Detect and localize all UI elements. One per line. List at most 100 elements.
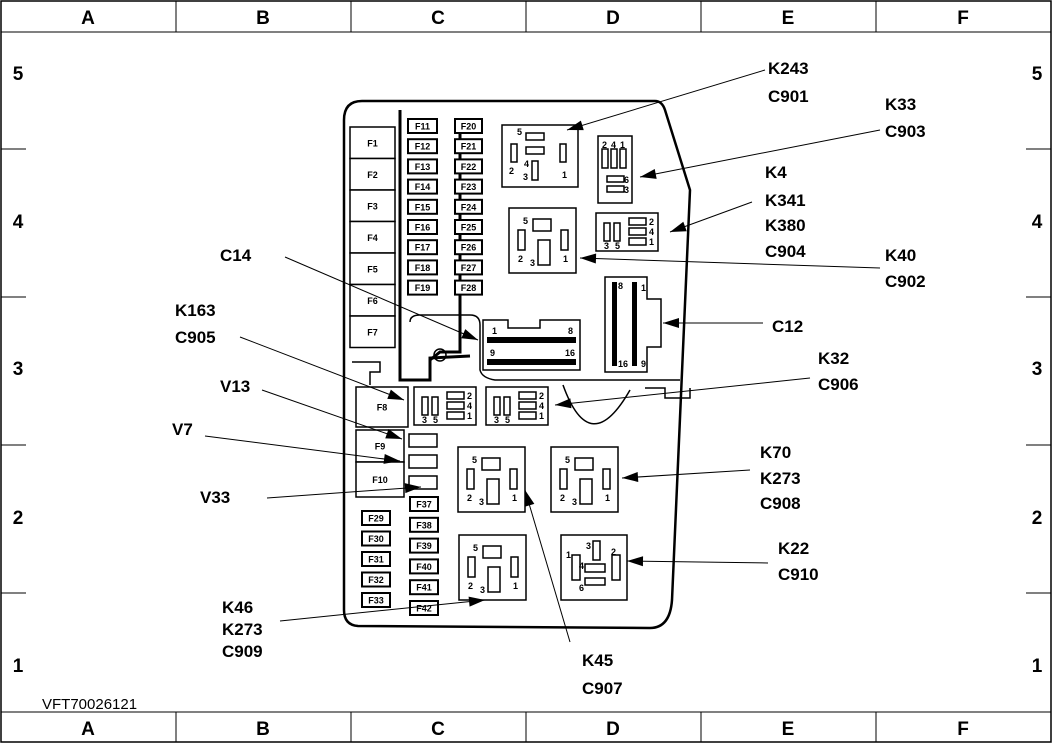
fuse-label: F23 <box>461 182 477 192</box>
fuse-label: F41 <box>416 583 432 593</box>
callout-label: C907 <box>582 679 623 698</box>
pin-number: 3 <box>604 241 609 251</box>
fuse-label: F25 <box>461 223 477 233</box>
internal-wall <box>409 314 680 381</box>
terminal <box>584 563 606 573</box>
fuse-label: F27 <box>461 263 477 273</box>
column-label-A: A <box>81 719 95 740</box>
fuse-label: F38 <box>416 520 432 530</box>
fuse-body <box>407 198 438 215</box>
leader-line <box>239 336 405 401</box>
fuse-label: F10 <box>372 475 388 485</box>
row-label-5: 5 <box>13 64 24 85</box>
fuse-F15: F15 <box>407 198 438 215</box>
terminal <box>518 411 537 420</box>
terminal <box>517 229 526 251</box>
callout-label: K40 <box>885 246 916 265</box>
diode-slot <box>408 475 438 490</box>
pin-number: 3 <box>530 258 535 268</box>
fuse-label: F19 <box>415 283 431 293</box>
leader-line <box>554 377 811 406</box>
fuse-label: F3 <box>367 201 378 211</box>
terminal <box>606 185 625 193</box>
pin-number: 4 <box>611 140 616 150</box>
fuse-label: F9 <box>375 442 386 452</box>
fuse-body <box>349 283 396 317</box>
terminal <box>532 218 552 232</box>
fuse-body <box>349 126 396 160</box>
fuse-body <box>407 178 438 195</box>
fuse-body <box>409 558 439 575</box>
bus-wire <box>398 110 471 382</box>
terminal <box>584 577 606 586</box>
terminal <box>487 566 501 593</box>
callout-v13: V13 <box>220 377 403 440</box>
fuse-label: F24 <box>461 202 477 212</box>
row-label-5: 5 <box>1032 64 1043 85</box>
fuse-label: F17 <box>415 243 431 253</box>
fuse-F26: F26 <box>454 239 483 256</box>
column-label-A: A <box>81 8 95 29</box>
arrowhead-icon <box>383 454 400 464</box>
fuse-F9: F9 <box>355 429 405 463</box>
relay-housing <box>560 534 628 601</box>
fuse-F21: F21 <box>454 138 483 155</box>
pin-number: 3 <box>586 541 591 551</box>
pin-number: 3 <box>572 497 577 507</box>
fuse-box-housing <box>342 99 692 630</box>
pin-number: 4 <box>649 227 654 237</box>
relay-housing <box>597 135 633 204</box>
pin-number: 1 <box>539 411 544 421</box>
column-label-F: F <box>957 719 969 740</box>
relay-housing <box>595 212 659 252</box>
terminal <box>493 396 501 416</box>
callout-label: C905 <box>175 328 216 347</box>
terminal <box>579 478 593 505</box>
fuse-body <box>407 158 438 175</box>
callout-c14: C14 <box>220 246 479 341</box>
pin-number: 3 <box>494 415 499 425</box>
fuse-F40: F40 <box>409 558 439 575</box>
pin-number: 4 <box>539 401 544 411</box>
terminal <box>611 554 621 581</box>
pin-number: 5 <box>433 415 438 425</box>
fuse-F1: F1 <box>349 126 396 160</box>
terminal <box>446 391 465 400</box>
fuse-label: F4 <box>367 233 378 243</box>
callout-label: K273 <box>222 620 263 639</box>
fuse-body <box>407 259 438 276</box>
terminal <box>525 146 545 155</box>
leader-line <box>566 69 766 131</box>
fuse-F14: F14 <box>407 178 438 195</box>
fuse-body <box>349 252 396 286</box>
fuse-body <box>454 198 483 215</box>
pin-number: 2 <box>467 391 472 401</box>
terminal <box>531 160 539 181</box>
cutout-arc <box>562 384 631 425</box>
fuse-label: F33 <box>368 596 384 606</box>
row-label-4: 4 <box>1032 212 1043 233</box>
pin-row <box>487 359 576 365</box>
row-label-1: 1 <box>1032 656 1043 677</box>
pin-number: 3 <box>624 185 629 195</box>
terminal <box>628 217 647 226</box>
pin-row <box>632 282 637 366</box>
arrowhead-icon <box>524 490 535 507</box>
pin-number: 2 <box>539 391 544 401</box>
leader-line <box>524 489 571 643</box>
pin-number: 2 <box>649 217 654 227</box>
pin-number: 1 <box>492 326 497 336</box>
fuse-body <box>407 239 438 256</box>
arrowhead-icon <box>622 472 639 482</box>
fuse-label: F22 <box>461 162 477 172</box>
pin-number: 6 <box>579 583 584 593</box>
fuse-body <box>409 579 439 596</box>
callout-label: K163 <box>175 301 216 320</box>
terminal <box>603 222 611 242</box>
fuse-F41: F41 <box>409 579 439 596</box>
